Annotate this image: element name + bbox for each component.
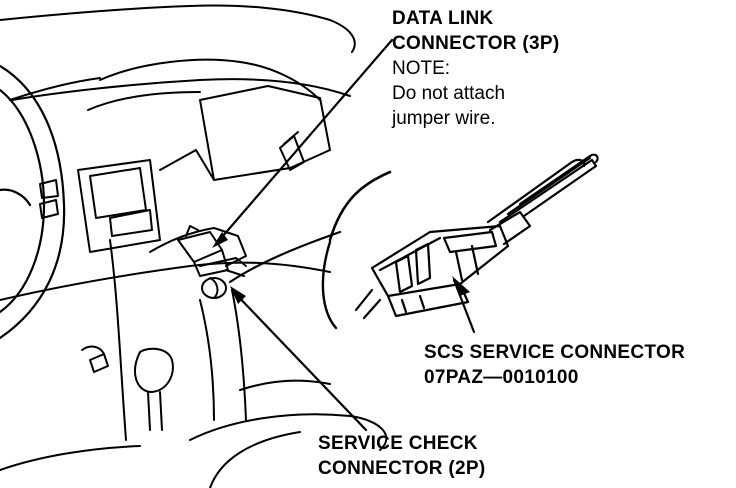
- arrowheads: [212, 232, 470, 304]
- scc-line1: SERVICE CHECK: [318, 433, 478, 454]
- scc-line2: CONNECTOR (2P): [318, 458, 486, 479]
- data-link-line1: DATA LINK: [392, 8, 494, 29]
- data-link-connector-label: DATA LINK CONNECTOR (3P) NOTE: Do not at…: [392, 6, 559, 131]
- note-line1: Do not attach: [392, 83, 506, 104]
- note-title: NOTE:: [392, 58, 451, 79]
- center-console: [39, 149, 215, 253]
- zoom-circle: [228, 170, 392, 330]
- dashboard-top: [0, 4, 356, 111]
- note-line2: jumper wire.: [392, 108, 496, 129]
- dash-pillar: [109, 239, 247, 441]
- service-check-connector-label: SERVICE CHECK CONNECTOR (2P): [318, 431, 485, 481]
- data-link-line2: CONNECTOR (3P): [392, 33, 560, 54]
- lower-dash: [0, 227, 331, 301]
- scs-service-connector-label: SCS SERVICE CONNECTOR 07PAZ—0010100: [424, 340, 685, 390]
- scs-line1: SCS SERVICE CONNECTOR: [424, 342, 686, 363]
- scs-part-number: 07PAZ—0010100: [424, 367, 579, 388]
- gear-shifter: [81, 345, 174, 431]
- scs-connector-drawing: [354, 153, 599, 320]
- steering-wheel: [0, 64, 66, 340]
